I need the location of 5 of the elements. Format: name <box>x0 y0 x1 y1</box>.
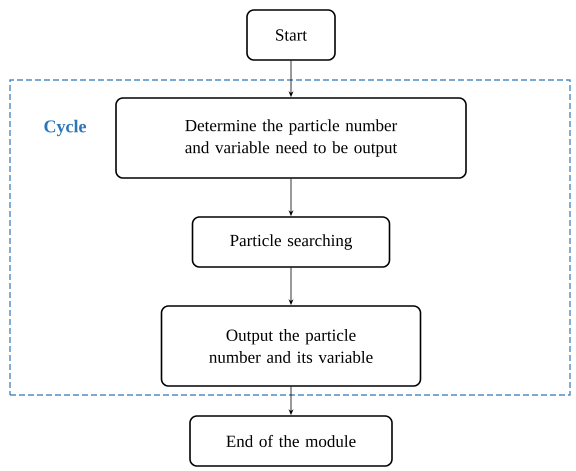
process-box: Output the particle number and its variable <box>160 305 422 387</box>
process-box: Particle searching <box>192 216 390 268</box>
process-box: Determine the particle number and variable need to be output <box>115 97 467 179</box>
process-box: End of the module <box>189 415 393 467</box>
process-box: Start <box>246 9 336 61</box>
